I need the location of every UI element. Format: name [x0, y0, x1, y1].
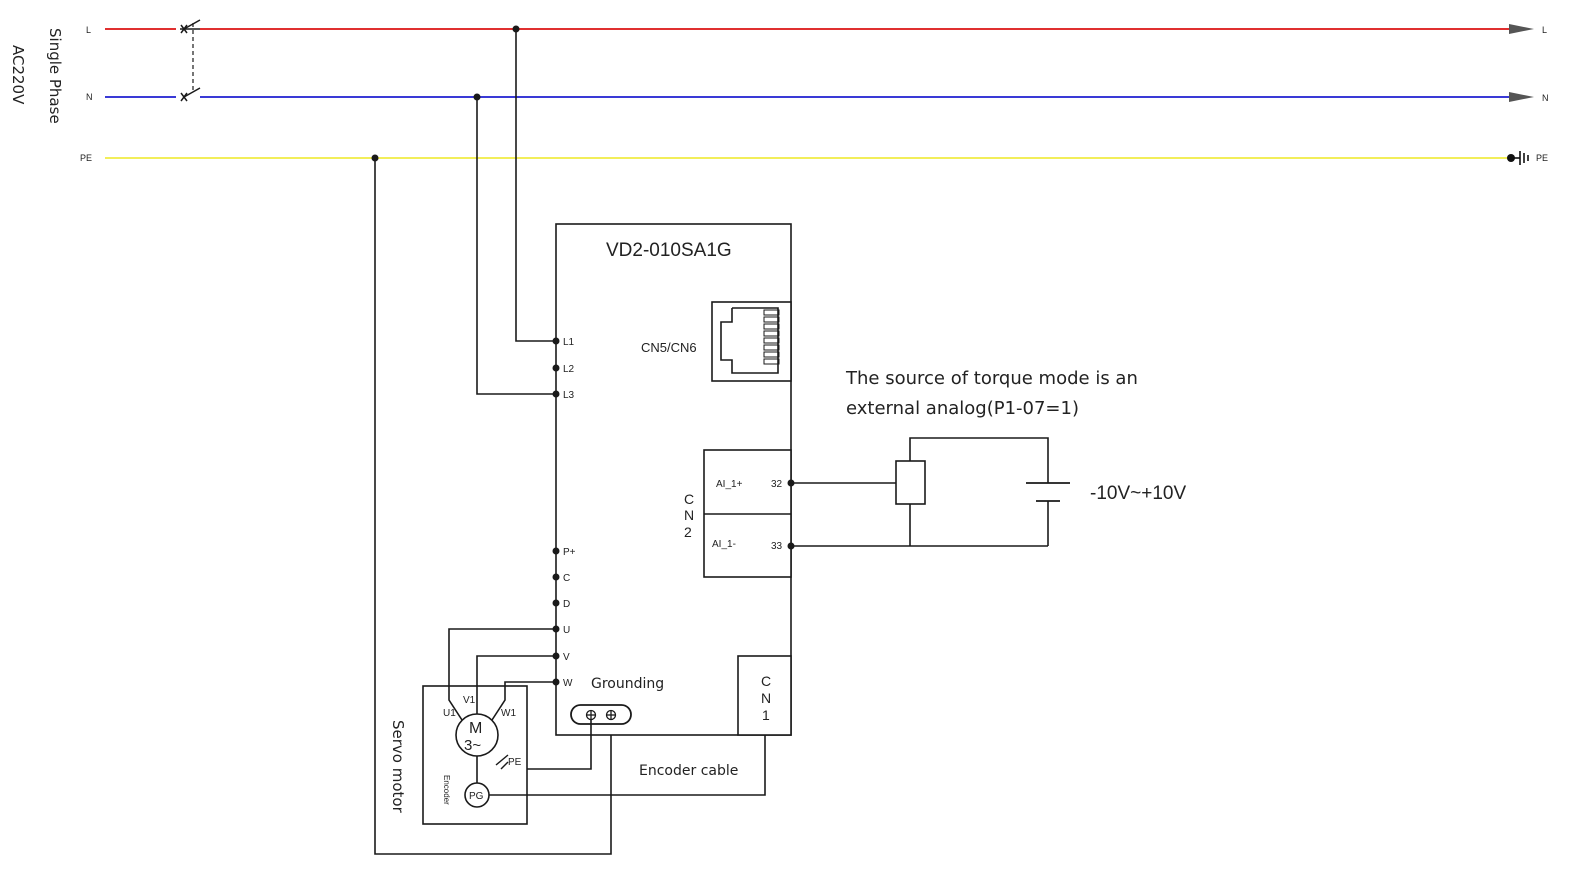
line-L-label-right: L	[1542, 25, 1547, 35]
terminal-D: D	[563, 599, 570, 610]
voltage-range-label: -10V~+10V	[1090, 483, 1186, 504]
drive-model-label: VD2-010SA1G	[606, 240, 732, 261]
terminal-L1: L1	[563, 337, 575, 348]
cn2-label-2: 2	[684, 524, 692, 540]
terminal-V: V	[563, 652, 570, 663]
cn1-label-1: 1	[762, 707, 770, 723]
motor-pe-label: PE	[508, 757, 522, 768]
line-N: N N	[86, 92, 1549, 103]
line-PE-label-left: PE	[80, 153, 92, 163]
motor-pe-icon	[495, 754, 509, 770]
power-label-single-phase: Single Phase	[46, 28, 64, 124]
note-line-1: The source of torque mode is an	[845, 368, 1138, 389]
cn2-label-c: C	[684, 491, 694, 507]
power-label-ac220v: AC220V	[9, 45, 27, 105]
potentiometer-icon	[895, 460, 926, 505]
line-N-label-right: N	[1542, 93, 1549, 103]
cn1-connector: C N 1	[737, 655, 792, 736]
grounding-bar: Grounding	[508, 676, 664, 770]
servo-motor-label: Servo motor	[389, 720, 407, 814]
line-L-arrow-icon	[1509, 24, 1534, 34]
encoder-cable: Encoder cable	[489, 735, 766, 796]
cn1-label-n: N	[761, 690, 771, 706]
cn2-connector: C N 2 AI_1+ 32 AI_1- 33	[684, 449, 795, 578]
terminal-L3: L3	[563, 390, 575, 401]
line-N-arrow-icon	[1509, 92, 1534, 102]
battery-icon	[1026, 482, 1070, 502]
cn5-cn6-label: CN5/CN6	[641, 340, 697, 355]
drive-terminals: L1 L2 L3 P+ C D U V W	[552, 337, 576, 689]
cn2-pin-33: 33	[771, 541, 783, 552]
phase-label-u1: U1	[443, 708, 456, 719]
analog-source-circuit: -10V~+10V	[791, 437, 1186, 547]
line-L: L L	[86, 24, 1547, 35]
terminal-P-plus: P+	[563, 547, 576, 558]
cn2-label-n: N	[684, 507, 694, 523]
motor-label-m: M	[469, 720, 482, 737]
ground-icon	[1507, 151, 1529, 165]
circuit-breaker-icon	[176, 19, 204, 104]
grounding-label: Grounding	[591, 676, 664, 692]
cn1-label-c: C	[761, 673, 771, 689]
supply-to-drive-wires	[371, 25, 612, 855]
note-line-2: external analog(P1-07=1)	[846, 398, 1079, 419]
cn2-pin-32: 32	[771, 479, 783, 490]
line-L-label-left: L	[86, 25, 91, 35]
encoder-cable-label: Encoder cable	[639, 763, 738, 779]
terminal-C: C	[563, 573, 570, 584]
terminal-L2: L2	[563, 364, 575, 375]
pg-label: PG	[469, 791, 484, 802]
line-PE: PE PE	[80, 151, 1548, 165]
terminal-U: U	[563, 625, 570, 636]
phase-label-v1: V1	[463, 695, 476, 706]
cn2-pin-ai1-plus: AI_1+	[716, 479, 743, 490]
encoder-label: Encoder	[442, 775, 451, 805]
terminal-W: W	[563, 678, 573, 689]
motor-label-3ph: 3~	[464, 737, 481, 754]
cn5-cn6-port: CN5/CN6	[641, 301, 792, 382]
cn2-pin-ai1-minus: AI_1-	[712, 539, 736, 550]
phase-label-w1: W1	[501, 708, 516, 719]
rj45-port-icon	[720, 307, 780, 374]
line-PE-label-right: PE	[1536, 153, 1548, 163]
line-N-label-left: N	[86, 92, 93, 102]
